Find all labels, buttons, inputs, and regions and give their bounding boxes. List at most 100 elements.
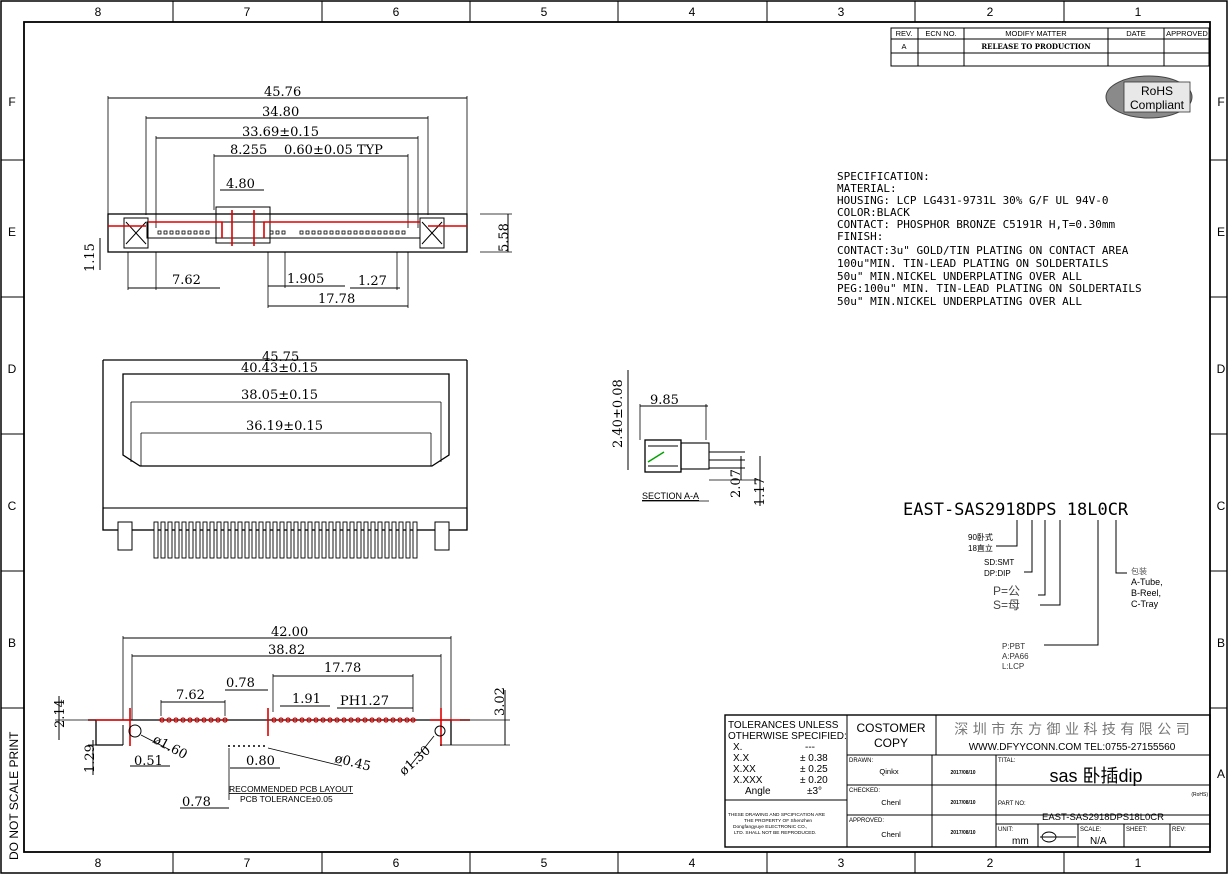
row-label: C: [1217, 499, 1226, 513]
pcb-tolerance: PCB TOLERANCE±0.05: [240, 794, 333, 804]
part-code-breakdown: EAST-SAS2918DPS 18L0CR 90卧式 18直立 SD:SMT …: [903, 500, 1163, 671]
spec-line: 50u" MIN.NICKEL UNDERPLATING OVER ALL: [837, 270, 1082, 283]
customer-copy: COSTOMER: [856, 721, 925, 735]
col-label: 6: [393, 5, 400, 19]
do-not-scale-note: DO NOT SCALE PRINT: [7, 731, 21, 860]
property-note: Dongfangyuye ELECTRONIC CO.,: [733, 824, 807, 830]
pcb-layout-view: 42.00 38.82 17.78 7.62 0.78 1.91 PH1.27 …: [53, 625, 510, 810]
partno-label: PART NO:: [998, 801, 1026, 807]
dim-0-60: 0.60±0.05 TYP: [284, 143, 383, 158]
mount-note: DP:DIP: [984, 569, 1011, 578]
col-label: 4: [689, 856, 696, 870]
tol-row: X.XX: [733, 764, 756, 775]
dim-1-905: 1.905: [287, 272, 324, 287]
rev-header: REV.: [896, 29, 913, 38]
row-label: A: [1217, 767, 1225, 781]
col-label: 4: [689, 5, 696, 19]
pack-note: B-Reel,: [1131, 588, 1161, 598]
property-note: THESE DRAWING AND SPCIFICATION ARE: [728, 812, 825, 818]
tol-row: ± 0.20: [800, 775, 828, 786]
spec-line: FINISH:: [837, 230, 883, 243]
dim-45-75: 45.75: [262, 350, 299, 365]
dim-7-62-pcb: 7.62: [176, 688, 205, 703]
row-label: C: [8, 499, 17, 513]
tol-row: X.: [733, 742, 742, 753]
approved-date: 2017/08/10: [950, 830, 975, 836]
spec-line: CONTACT:3u" GOLD/TIN PLATING ON CONTACT …: [837, 244, 1129, 257]
tol-row: ± 0.25: [800, 764, 828, 775]
dim-1-27: 1.27: [358, 274, 387, 289]
col-label: 3: [838, 5, 845, 19]
spec-line: COLOR:BLACK: [837, 206, 910, 219]
checked-date: 2017/08/10: [950, 800, 975, 806]
pack-note: 包装: [1131, 566, 1147, 576]
spec-line: CONTACT: PHOSPHOR BRONZE C5191R H,T=0.30…: [837, 218, 1116, 231]
dim-38-05: 38.05±0.15: [241, 388, 318, 403]
scale-label: SCALE:: [1080, 827, 1102, 833]
dim-45-76: 45.76: [264, 85, 301, 100]
date-header: DATE: [1126, 29, 1145, 38]
spec-line: 50u" MIN.NICKEL UNDERPLATING OVER ALL: [837, 295, 1082, 308]
row-label: E: [1217, 225, 1225, 239]
rev-label: REV:: [1172, 827, 1186, 833]
front-view: 45.75 40.43±0.15 38.05±0.15 36.19±0.15: [102, 350, 468, 559]
rohs-small: (RoHS): [1191, 792, 1208, 798]
approved-name: Chenl: [881, 830, 901, 839]
title-value: sas 卧插dip: [1049, 766, 1142, 786]
title-block: [724, 714, 1211, 848]
tol-row: Angle: [745, 786, 771, 797]
drawn-date: 2017/08/10: [950, 770, 975, 776]
company-website: WWW.DFYYCONN.COM TEL:0755-27155560: [969, 742, 1176, 753]
unit-value: mm: [1012, 836, 1029, 847]
col-label: 5: [541, 856, 548, 870]
top-view: 45.76 34.80 33.69±0.15 8.255 0.60±0.05 T…: [83, 85, 512, 308]
tol-row: ±3°: [807, 786, 822, 797]
spec-line: MATERIAL:: [837, 182, 897, 195]
dim-2-40: 2.40±0.08: [611, 379, 626, 448]
dim-2-07: 2.07: [729, 469, 744, 498]
rohs-line2: Compliant: [1130, 98, 1185, 112]
dim-17-78: 17.78: [318, 292, 355, 307]
row-label: D: [1217, 362, 1226, 376]
dim-7-62: 7.62: [172, 273, 201, 288]
tol-row: ± 0.38: [800, 753, 828, 764]
dim-42-00: 42.00: [271, 625, 308, 640]
spec-line: HOUSING: LCP LG431-9731L 30% G/F UL 94V-…: [837, 194, 1109, 207]
spec-line: PEG:100u" MIN. TIN-LEAD PLATING ON SOLDE…: [837, 282, 1142, 295]
gender-note: S=母: [993, 598, 1020, 612]
col-label: 7: [244, 856, 251, 870]
dim-0-78-bottom: 0.78: [182, 795, 211, 810]
drawn-label: DRAWN:: [849, 758, 873, 764]
row-label: B: [1217, 636, 1225, 650]
ecn-header: ECN NO.: [925, 29, 956, 38]
col-label: 8: [95, 856, 102, 870]
dim-dia-0-45: ø0.45: [333, 751, 372, 774]
dim-9-85: 9.85: [650, 393, 679, 408]
modify-header: MODIFY MATTER: [1005, 29, 1067, 38]
dim-5-58: 5.58: [497, 223, 512, 252]
col-label: 6: [393, 856, 400, 870]
dim-2-14: 2.14: [53, 699, 68, 728]
dim-ph1-27: PH1.27: [340, 694, 389, 709]
dim-36-19: 36.19±0.15: [246, 419, 323, 434]
rohs-line1: RoHS: [1141, 84, 1173, 98]
tol-row: X.XXX: [733, 775, 763, 786]
tol-head: OTHERWISE SPECIFIED:: [728, 731, 847, 742]
partno-value: EAST-SAS2918DPS18L0CR: [1042, 812, 1164, 823]
revision-block: REV. ECN NO. MODIFY MATTER DATE APPROVED…: [890, 27, 1210, 67]
row-label: F: [8, 95, 15, 109]
inner-frame: [23, 21, 1211, 853]
checked-label: CHECKED:: [849, 788, 880, 794]
property-note: THE PROPERTY OF Shenzhen: [744, 818, 812, 824]
approved-header: APPROVED: [1166, 29, 1208, 38]
dim-1-15: 1.15: [83, 243, 98, 272]
mount-note: SD:SMT: [984, 558, 1014, 567]
material-note: L:LCP: [1002, 662, 1024, 671]
col-label: 3: [838, 856, 845, 870]
section-view: 2.40±0.08 9.85 2.07 1.17 SECTION A-A: [611, 370, 768, 506]
dim-40-43: 40.43±0.15: [241, 361, 318, 376]
dim-1-29: 1.29: [83, 744, 98, 773]
specification-notes: SPECIFICATION: MATERIAL: HOUSING: LCP LG…: [837, 170, 1142, 308]
material-note: P:PBT: [1002, 642, 1025, 651]
